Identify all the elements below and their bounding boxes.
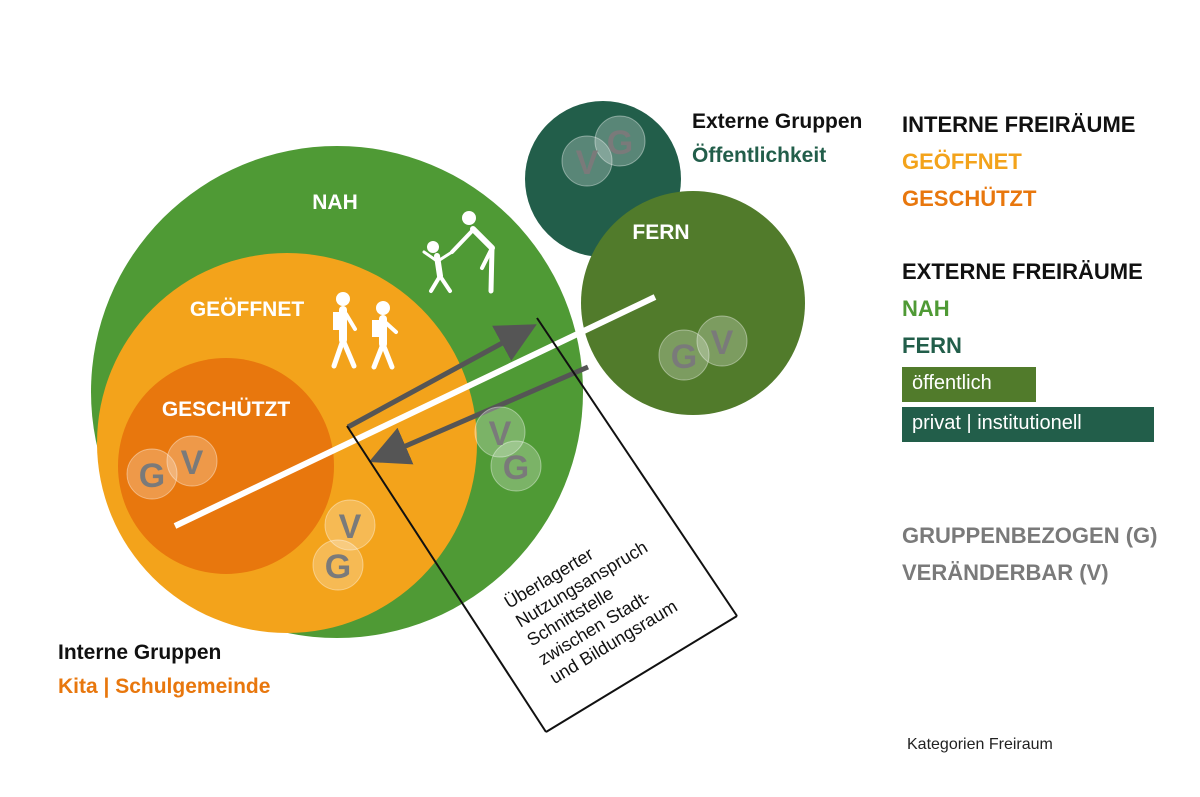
badge-v: V [339, 508, 362, 546]
boundary-line [173, 294, 657, 529]
pedestrians-icon [331, 292, 398, 370]
external-groups-title: Externe Gruppen [692, 110, 863, 133]
parent-child-icon [422, 211, 495, 294]
legend-geoeffnet: GEÖFFNET [902, 149, 1022, 174]
internal-groups-subtitle: Kita | Schulgemeinde [58, 675, 271, 698]
internal-groups: Interne Gruppen Kita | Schulgemeinde [58, 636, 270, 704]
legend-nah: NAH [902, 296, 950, 321]
badge-g: G [503, 449, 529, 487]
badge-v: V [576, 144, 599, 182]
badge-g: G [139, 457, 165, 495]
legend-gv: GRUPPENBEZOGEN (G) VERÄNDERBAR (V) [902, 517, 1162, 591]
badge-g: G [325, 548, 351, 586]
legend-privat-swatch: privat | institutionell [902, 407, 1154, 442]
legend-fern: FERN [902, 333, 962, 358]
callout-bottom-line [545, 615, 738, 733]
badge-v: V [489, 415, 512, 453]
legend-gruppenbezogen: GRUPPENBEZOGEN (G) [902, 523, 1158, 548]
badge-g: G [607, 124, 633, 162]
legend-interne-title: INTERNE FREIRÄUME [902, 112, 1136, 137]
caption: Kategorien Freiraum [907, 736, 1053, 753]
geschuetzt-label: GESCHÜTZT [162, 398, 291, 421]
gv-badges-geoeffnet: V G [312, 499, 376, 591]
badge-g: G [671, 338, 697, 376]
internal-groups-title: Interne Gruppen [58, 641, 222, 664]
gv-badges-nah: V G [474, 406, 542, 492]
legend-oeffentlich-swatch: öffentlich [902, 367, 1036, 402]
nah-label: NAH [312, 191, 358, 214]
legend-geschuetzt: GESCHÜTZT [902, 186, 1037, 211]
gv-badges-extern: V G [561, 115, 646, 187]
circle-geschuetzt [118, 358, 334, 574]
legend: INTERNE FREIRÄUME GEÖFFNET GESCHÜTZT EXT… [902, 106, 1162, 364]
badge-v: V [711, 324, 734, 362]
arrow-inward [368, 364, 589, 465]
external-groups-subtitle: Öffentlichkeit [692, 144, 827, 167]
arrow-outward [346, 324, 537, 430]
gv-badges-geschuetzt: G V [126, 435, 218, 500]
callout-right-line [536, 317, 738, 617]
fern-label: FERN [632, 221, 689, 244]
legend-externe-title: EXTERNE FREIRÄUME [902, 259, 1143, 284]
circle-fern [581, 191, 805, 415]
badge-v: V [181, 444, 204, 482]
geoeffnet-label: GEÖFFNET [190, 298, 305, 321]
legend-veraenderbar: VERÄNDERBAR (V) [902, 560, 1109, 585]
callout-left-line [346, 425, 547, 733]
gv-badges-fern: G V [658, 315, 748, 381]
external-groups: Externe Gruppen Öffentlichkeit [692, 105, 862, 173]
